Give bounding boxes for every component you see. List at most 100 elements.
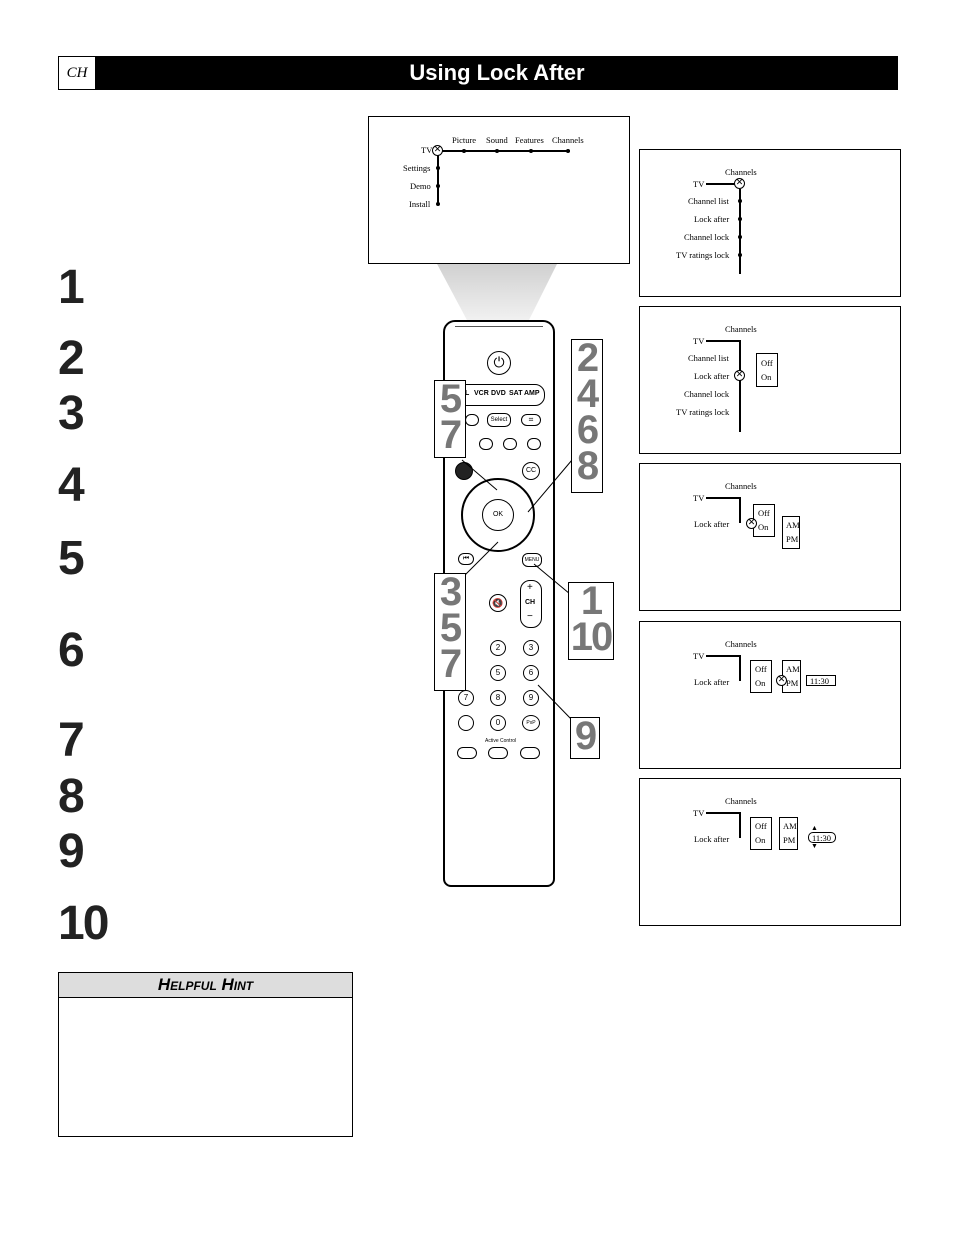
menu-item-picture: Picture [452,135,477,145]
format-button[interactable] [457,747,477,759]
main-menu-screen: TV ✕ Picture Sound Features Channels Set… [368,116,630,264]
info-button[interactable] [458,715,474,731]
options-box: Off On [750,817,772,850]
digit-8-button[interactable]: 8 [490,690,506,706]
option-off: Off [761,358,773,368]
ampm-box: AM PM [779,817,798,850]
arrow-down-icon: ▼ [811,842,818,850]
step-number: 10 [58,897,109,950]
step-number: 2 [58,332,85,385]
option-pm: PM [786,534,799,544]
tv-label: TV [693,336,705,346]
cursor-icon: ✕ [734,370,745,381]
projection-beam [436,262,558,322]
nav-ring[interactable] [461,478,535,552]
menu-item: TV ratings lock [676,407,730,417]
digit-6-button[interactable]: 6 [523,665,539,681]
power-button[interactable]: ⏻ [487,351,511,375]
cursor-icon: ✕ [746,518,757,529]
option-am: AM [783,821,797,831]
skip-icon: ⏮ [462,555,470,562]
tv-label: TV [693,808,705,818]
digit-5-button[interactable]: 5 [490,665,506,681]
ambilight-button[interactable] [455,462,473,480]
menu-item: Lock after [694,834,730,844]
hint-title: Helpful Hint [58,972,353,998]
active-control-label: Active Control [485,738,517,744]
source-amp-button[interactable]: AMP [524,390,540,397]
digit-9-button[interactable]: 9 [523,690,539,706]
mute-button[interactable]: 🔇 [489,594,507,612]
callout-9: 9 [570,716,600,759]
time-value: 11:30 [812,833,832,843]
screen-title: Channels [725,639,757,649]
pip-button[interactable]: PxP [522,715,540,731]
step-number: 9 [58,825,85,878]
menu-item-install: Install [409,199,431,209]
menu-item: Lock after [694,214,730,224]
menu-item-sound: Sound [486,135,508,145]
step-number: 5 [58,532,85,585]
channel-up[interactable]: + [527,582,533,593]
digit-2-button[interactable]: 2 [490,640,506,656]
source-sat-button[interactable]: SAT [509,390,523,397]
tv-label: TV [693,493,705,503]
header-bar [58,56,898,90]
option-off: Off [755,664,767,674]
channels-screen-4: Channels TV Lock after Off On AM PM ✕ 11… [639,621,901,769]
source-dvd-button[interactable]: DVD [491,390,506,397]
step-number: 6 [58,624,85,677]
play-button[interactable] [503,438,517,450]
active-control-button[interactable] [488,747,508,759]
ir-window [455,322,543,327]
skip-button[interactable]: ⏮ [458,553,474,565]
option-on: On [758,522,769,532]
screen-title: Channels [725,167,757,177]
mute-icon: 🔇 [492,598,504,608]
ampm-box: AM PM [782,516,800,549]
source-l-button[interactable]: L [465,390,470,397]
channel-down[interactable]: − [527,611,533,622]
surf-button[interactable] [520,747,540,759]
menu-item: Lock after [694,677,730,687]
cc-button[interactable]: CC [522,462,540,480]
option-pm: PM [783,835,796,845]
option-off: Off [755,821,767,831]
forward-button[interactable] [527,438,541,450]
menu-item: Lock after [694,371,730,381]
screen-title: Channels [725,324,757,334]
menu-item: Channel list [688,353,729,363]
tv-label: TV [693,179,705,189]
page-title: Using Lock After [409,60,585,85]
menu-item-settings: Settings [403,163,431,173]
menu-item-features: Features [515,135,544,145]
option-on: On [755,835,766,845]
section-tag: CH [58,56,96,90]
menu-button[interactable]: MENU [522,553,542,567]
ok-button[interactable]: OK [482,499,514,531]
digit-0-button[interactable]: 0 [490,715,506,731]
option-pm: PM [786,678,799,688]
option-on: On [755,678,766,688]
menu-tv-label: TV [421,145,433,155]
source-vcr-button[interactable]: VCR [474,390,489,397]
callout-lines [459,459,573,721]
select-button[interactable]: Select [487,413,511,427]
option-am: AM [786,520,800,530]
channel-rocker[interactable] [520,580,542,628]
rewind-button[interactable] [479,438,493,450]
frame-button[interactable]: ⌗ [521,414,541,426]
digit-3-button[interactable]: 3 [523,640,539,656]
menu-item: Channel lock [684,232,730,242]
option-am: AM [786,664,800,674]
step-number: 1 [58,261,85,314]
menu-item: TV ratings lock [676,250,730,260]
options-box: Off On [756,353,778,387]
frame-icon: ⌗ [528,415,534,424]
time-field: 11:30 [806,675,836,686]
digit-7-button[interactable]: 7 [458,690,474,706]
menu-item-channels: Channels [552,135,584,145]
